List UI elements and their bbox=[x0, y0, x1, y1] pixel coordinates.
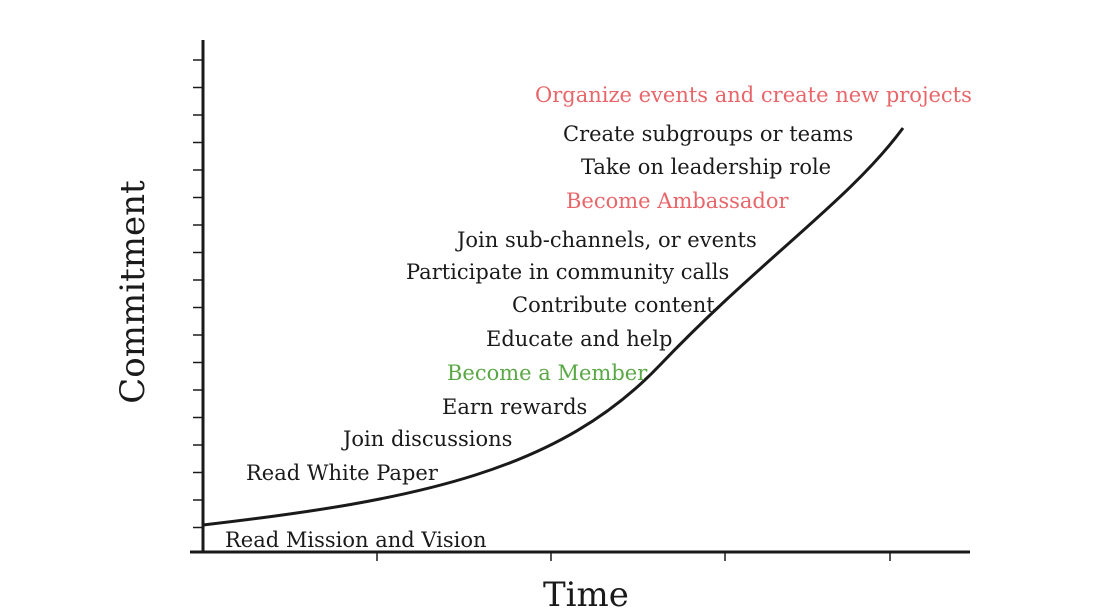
x-axis-ticks bbox=[376, 552, 891, 561]
stage-label-read-white-paper: Read White Paper bbox=[246, 461, 438, 485]
commitment-curve bbox=[202, 127, 905, 527]
y-axis-label: Commitment bbox=[113, 180, 153, 404]
stage-label-organize-events: Organize events and create new projects bbox=[535, 83, 972, 107]
stage-label-become-ambassador: Become Ambassador bbox=[566, 189, 789, 213]
stage-label-join-discussions: Join discussions bbox=[343, 427, 513, 451]
stage-label-community-calls: Participate in community calls bbox=[406, 260, 730, 284]
stage-label-sub-channels: Join sub-channels, or events bbox=[457, 228, 757, 252]
stage-label-earn-rewards: Earn rewards bbox=[442, 395, 588, 419]
x-axis-label: Time bbox=[543, 575, 629, 615]
stage-label-contribute-content: Contribute content bbox=[512, 293, 715, 317]
stage-label-educate-help: Educate and help bbox=[486, 327, 673, 351]
stage-label-become-member: Become a Member bbox=[447, 361, 648, 385]
stage-label-read-mission: Read Mission and Vision bbox=[225, 528, 487, 552]
stage-label-subgroups-teams: Create subgroups or teams bbox=[563, 122, 854, 146]
stage-label-leadership-role: Take on leadership role bbox=[581, 155, 832, 179]
y-axis-ticks bbox=[193, 59, 203, 529]
